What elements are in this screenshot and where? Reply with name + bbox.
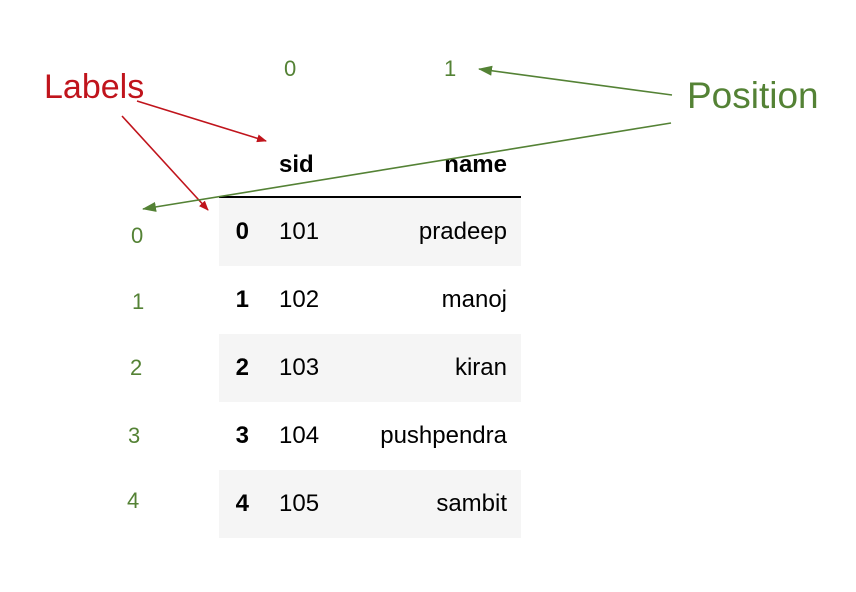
row-position-1: 1 [132,289,145,314]
sid-cell: 102 [279,286,320,313]
table-row: 2 103 kiran [219,334,521,402]
table-row: 1 102 manoj [219,266,521,334]
table-row: 3 104 pushpendra [219,402,521,470]
table-row: 0 101 pradeep [219,197,521,266]
sid-cell: 103 [279,354,320,381]
name-cell: manoj [441,286,507,313]
name-cell: kiran [454,354,507,381]
row-label: 1 [235,286,249,313]
row-position-2: 2 [130,355,143,380]
labels-callout: Labels [44,68,145,106]
row-position-4: 4 [127,488,140,513]
sid-cell: 105 [279,490,320,517]
row-label: 2 [235,354,249,381]
name-cell: pradeep [418,218,507,245]
row-position-3: 3 [128,423,141,448]
column-position-1: 1 [444,56,457,81]
position-callout: Position [687,75,819,116]
column-header-name: name [344,134,521,198]
index-header [219,134,249,198]
row-label: 4 [235,490,249,517]
column-position-0: 0 [284,56,297,81]
name-cell: sambit [436,490,507,517]
row-label: 0 [235,218,249,245]
column-header-sid: sid [249,134,344,198]
dataframe-table: sid name 0 101 pradeep 1 102 manoj 2 103… [219,134,521,538]
table-header-row: sid name [219,134,521,198]
table-row: 4 105 sambit [219,470,521,538]
name-cell: pushpendra [380,422,507,449]
sid-cell: 101 [279,218,320,245]
sid-cell: 104 [279,422,320,449]
position-arrow-to-columns [478,65,673,96]
row-label: 3 [235,422,249,449]
row-position-0: 0 [131,223,144,248]
labels-arrow-to-rows [121,115,209,211]
